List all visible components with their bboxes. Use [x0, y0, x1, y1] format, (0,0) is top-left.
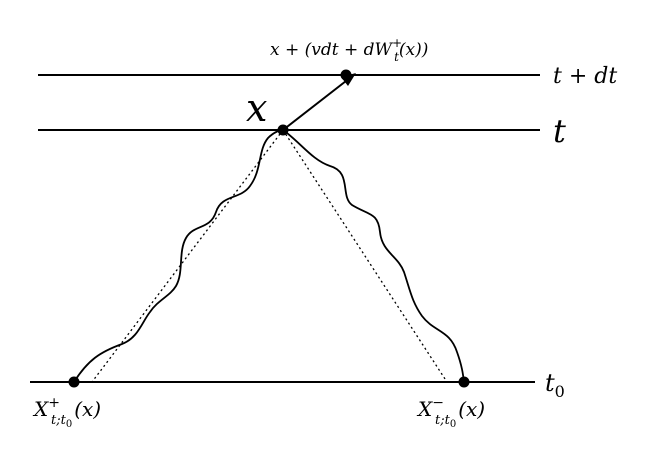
right-endpoint-sub-b: 0: [450, 419, 456, 430]
left-endpoint-base: X: [32, 397, 49, 421]
left-endpoint-sub-a: t;t: [51, 413, 67, 428]
level-label-t0-base: t: [545, 369, 555, 397]
right-endpoint-base: X: [416, 397, 433, 421]
right-endpoint-label: X− t;t0(x): [416, 395, 485, 430]
dotted-line-right: [282, 129, 448, 383]
displacement-label-sub: t: [394, 50, 399, 64]
wavy-path-right: [282, 129, 465, 383]
displacement-label-sup: +: [392, 36, 402, 50]
right-endpoint-arg: (x): [458, 397, 485, 421]
left-endpoint-sub-b: 0: [66, 419, 72, 430]
displacement-label: x + (vdt + dW+t(x)): [270, 36, 428, 64]
point-x-plus-dot: [340, 69, 352, 81]
right-endpoint-sub-a: t;t: [435, 413, 451, 428]
left-endpoint-dot: [68, 376, 80, 388]
level-label-t0: t0: [545, 369, 565, 401]
point-x-dot: [277, 124, 289, 136]
displacement-arrow: [282, 80, 347, 131]
level-label-t-plus-dt: t + dt: [553, 64, 617, 89]
displacement-label-pre: x + (vdt + dW: [270, 40, 394, 60]
wavy-path-left: [73, 129, 284, 383]
level-label-t0-sub: 0: [555, 382, 565, 401]
left-endpoint-sup: +: [48, 395, 60, 411]
displacement-label-post: (x)): [399, 40, 428, 60]
right-endpoint-dot: [458, 376, 470, 388]
left-endpoint-arg: (x): [74, 397, 101, 421]
point-x-label: x: [246, 86, 267, 130]
left-endpoint-label: X+ t;t0(x): [32, 395, 101, 430]
level-label-t: t: [553, 112, 566, 150]
right-endpoint-sup: −: [432, 395, 444, 411]
